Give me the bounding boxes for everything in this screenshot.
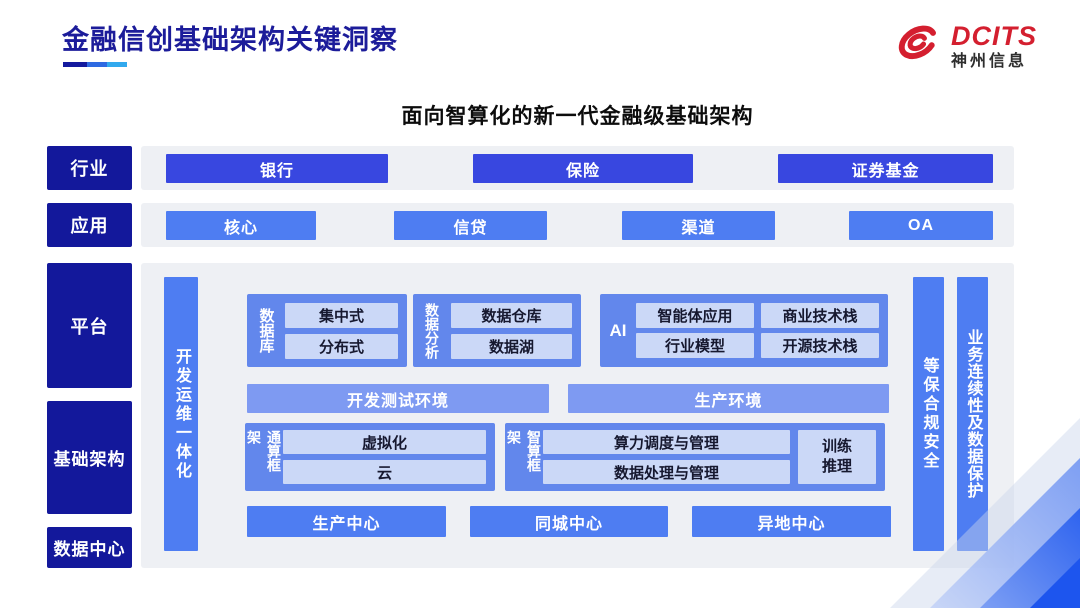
group-smart-computing: 智算框架 算力调度与管理 数据处理与管理 训练推理 bbox=[505, 423, 885, 491]
center-remote: 异地中心 bbox=[692, 506, 891, 537]
page-title: 金融信创基础架构关键洞察 bbox=[62, 25, 398, 55]
group-data-analytics: 数据分析 数据仓库 数据湖 bbox=[413, 294, 581, 367]
database-item-distributed: 分布式 bbox=[285, 333, 398, 359]
group-general-computing: 通算框架 虚拟化 云 bbox=[245, 423, 495, 491]
ai-item-opensource-stack: 开源技术栈 bbox=[761, 333, 879, 358]
business-continuity-bar: 业务连续性及数据保护 bbox=[957, 277, 988, 551]
smart-item-data-processing: 数据处理与管理 bbox=[543, 460, 790, 484]
side-label-infrastructure: 基础架构 bbox=[47, 401, 132, 514]
group-data-analytics-label: 数据分析 bbox=[424, 302, 440, 359]
side-label-industry: 行业 bbox=[47, 146, 132, 190]
logo-brand: DCITS bbox=[951, 21, 1037, 52]
database-item-centralized: 集中式 bbox=[285, 302, 398, 328]
side-label-application: 应用 bbox=[47, 203, 132, 247]
group-ai-label: AI bbox=[609, 320, 627, 340]
industry-item-insurance: 保险 bbox=[473, 154, 693, 183]
industry-item-bank: 银行 bbox=[166, 154, 388, 183]
ai-item-commercial-stack: 商业技术栈 bbox=[761, 303, 879, 328]
analytics-item-datalake: 数据湖 bbox=[451, 333, 572, 359]
side-label-datacenter: 数据中心 bbox=[47, 527, 132, 568]
industry-item-securities-funds: 证券基金 bbox=[778, 154, 993, 183]
group-smart-computing-label: 智算框架 bbox=[506, 430, 542, 472]
side-label-platform: 平台 bbox=[47, 263, 132, 388]
env-production-bar: 生产环境 bbox=[568, 384, 889, 413]
group-database-label: 数据库 bbox=[257, 308, 275, 353]
group-ai: AI 智能体应用 商业技术栈 行业模型 开源技术栈 bbox=[600, 294, 888, 367]
devops-integration-bar: 开发运维一体化 bbox=[164, 277, 198, 551]
ai-item-industry-model: 行业模型 bbox=[636, 333, 754, 358]
general-item-cloud: 云 bbox=[283, 460, 486, 484]
center-production: 生产中心 bbox=[247, 506, 446, 537]
smart-item-training-inference: 训练推理 bbox=[798, 430, 876, 484]
company-logo: DCITS 神州信息 bbox=[891, 16, 1037, 77]
application-item-channel: 渠道 bbox=[622, 211, 775, 240]
analytics-item-warehouse: 数据仓库 bbox=[451, 302, 572, 328]
ai-item-agent-app: 智能体应用 bbox=[636, 303, 754, 328]
env-devtest-bar: 开发测试环境 bbox=[247, 384, 549, 413]
smart-item-compute-scheduling: 算力调度与管理 bbox=[543, 430, 790, 454]
diagram-subtitle: 面向智算化的新一代金融级基础架构 bbox=[401, 105, 754, 128]
general-item-virtualization: 虚拟化 bbox=[283, 430, 486, 454]
security-compliance-bar: 等保合规安全 bbox=[913, 277, 944, 551]
application-item-credit: 信贷 bbox=[394, 211, 547, 240]
group-database: 数据库 集中式 分布式 bbox=[247, 294, 407, 367]
logo-company: 神州信息 bbox=[951, 52, 1028, 70]
center-same-city: 同城中心 bbox=[470, 506, 668, 537]
title-underline bbox=[63, 62, 127, 67]
application-item-oa: OA bbox=[849, 211, 993, 240]
application-item-core: 核心 bbox=[166, 211, 316, 240]
group-general-computing-label: 通算框架 bbox=[246, 430, 282, 472]
dcits-swirl-icon bbox=[891, 16, 945, 77]
